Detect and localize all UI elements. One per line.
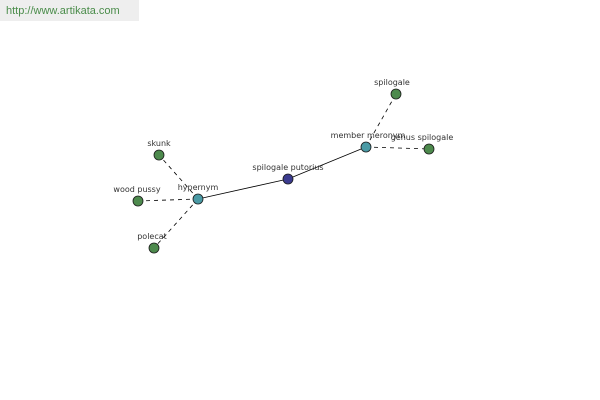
node-label-meronym: member meronym [331,131,406,140]
edge-center-meronym [287,146,367,180]
node-center[interactable]: spilogale putorius [252,163,324,185]
node-label-skunk: skunk [147,139,171,148]
node-hypernym[interactable]: hypernym [178,183,219,205]
node-label-hypernym: hypernym [178,183,219,192]
node-label-spilogale: spilogale [374,78,410,87]
node-label-center: spilogale putorius [252,163,323,172]
node-dot-center[interactable] [282,173,294,185]
node-label-polecat: polecat [137,232,167,241]
node-dot-spilogale[interactable] [390,88,402,100]
url-banner: http://www.artikata.com [0,0,139,21]
site-url-link[interactable]: http://www.artikata.com [6,5,120,17]
edge-meronym-genus [365,146,430,150]
node-dot-hypernym[interactable] [192,193,204,205]
node-spilogale[interactable]: spilogale [374,78,410,100]
edge-meronym-spilogale [365,93,397,148]
node-meronym[interactable]: member meronym [331,131,406,153]
edge-hypernym-skunk [158,154,199,200]
edge-center-hypernym [197,178,289,200]
graph-edges [137,93,430,249]
node-dot-genus[interactable] [423,143,435,155]
node-genus[interactable]: genus spilogale [391,133,454,155]
graph-nodes: spilogale putorius hypernym member meronym… [113,78,454,254]
node-label-genus: genus spilogale [391,133,454,142]
node-dot-polecat[interactable] [148,242,160,254]
node-dot-meronym[interactable] [360,141,372,153]
node-polecat[interactable]: polecat [137,232,167,254]
node-dot-woodpussy[interactable] [132,195,144,207]
edge-hypernym-woodpussy [137,198,199,202]
node-label-woodpussy: wood pussy [113,185,160,194]
node-dot-skunk[interactable] [153,149,165,161]
node-skunk[interactable]: skunk [147,139,171,161]
node-woodpussy[interactable]: wood pussy [113,185,161,207]
edge-hypernym-polecat [153,198,199,249]
